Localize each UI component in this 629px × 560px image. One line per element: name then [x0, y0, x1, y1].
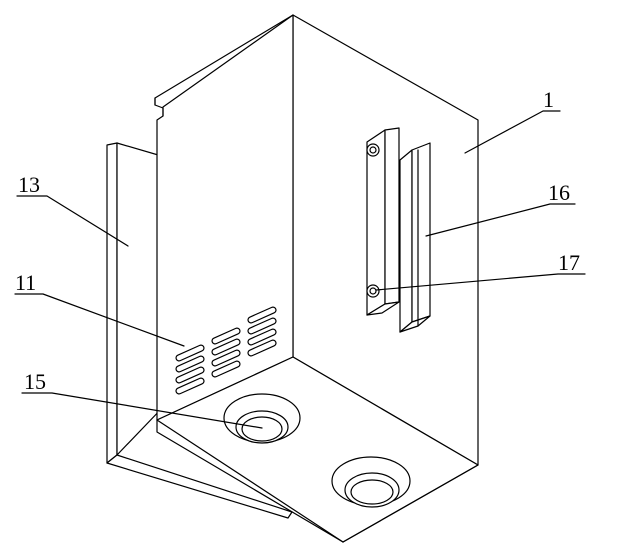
cable-gland-right	[331, 456, 411, 508]
label-13: 13	[18, 172, 40, 197]
leader-13	[16, 195, 129, 247]
leader-17	[375, 273, 586, 291]
label-16: 16	[548, 180, 570, 205]
bracket	[366, 127, 400, 316]
leader-lines	[14, 110, 586, 429]
leader-15	[21, 392, 263, 429]
reference-labels: 1 16 17 13 11 15	[15, 87, 580, 394]
leader-11	[14, 293, 185, 347]
screw-bottom-inner-icon	[369, 287, 377, 295]
label-1: 1	[543, 87, 554, 112]
vent-slots	[175, 306, 277, 395]
slide-rail	[399, 142, 431, 333]
mounting-plate	[106, 142, 293, 519]
label-17: 17	[558, 250, 580, 275]
label-11: 11	[15, 270, 36, 295]
screw-top-inner-icon	[369, 146, 377, 154]
leader-1	[464, 110, 561, 154]
label-15: 15	[24, 369, 46, 394]
cable-gland-left	[223, 393, 301, 444]
leader-16	[425, 203, 576, 237]
